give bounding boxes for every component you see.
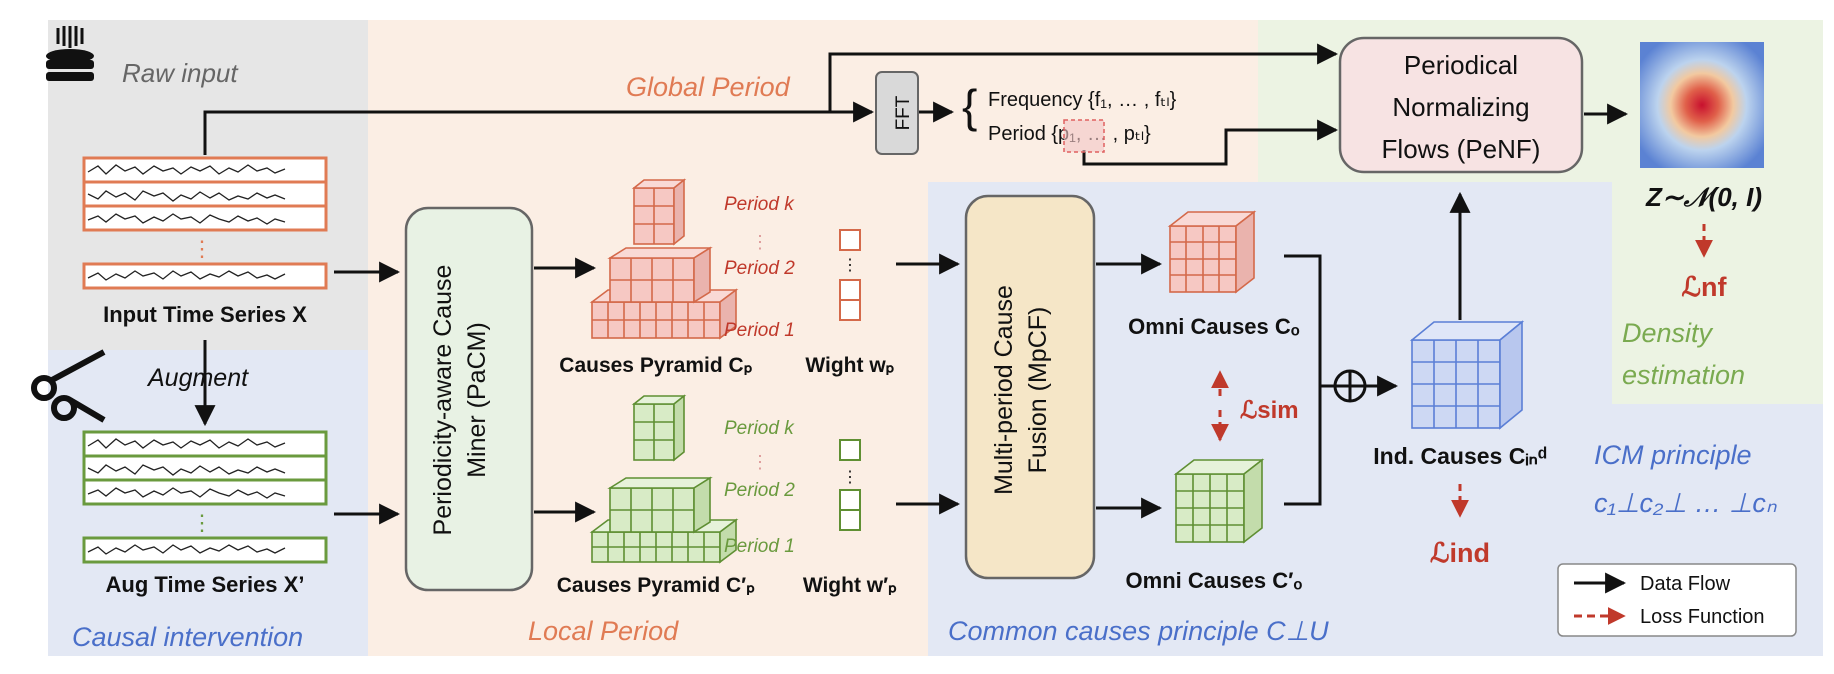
brace: {	[962, 80, 977, 132]
gaussian-density-image	[1640, 42, 1764, 168]
period-highlight	[1063, 119, 1105, 153]
pyramid-top-level-k: Period k	[724, 194, 795, 215]
input-time-series-label: Input Time Series X	[103, 302, 307, 327]
icm-principle-label: ICM principle	[1594, 440, 1752, 470]
nf-loss-label: ℒnf	[1682, 272, 1728, 302]
svg-text:⋮: ⋮	[191, 510, 213, 535]
aug-time-series: ⋮	[82, 430, 328, 564]
density-region-lower	[1612, 182, 1823, 404]
icm-formula: c₁⊥c₂⊥ … ⊥cₙ	[1594, 488, 1777, 518]
pacm-module: Periodicity-aware Cause Miner (PaCM)	[404, 206, 534, 592]
causal-intervention-label: Causal intervention	[72, 622, 303, 652]
weight-bottom-label: Wight w′ₚ	[803, 574, 897, 597]
global-period-label: Global Period	[626, 72, 791, 102]
causes-pyramid-top-label: Causes Pyramid Cₚ	[559, 354, 752, 377]
scissors-icon	[31, 349, 106, 423]
pyramid-bottom-level-1: Period 1	[724, 536, 795, 557]
raw-input-label: Raw input	[122, 58, 239, 88]
svg-text:FFT: FFT	[893, 95, 914, 130]
combine-icon	[1333, 369, 1367, 403]
weight-top-label: Wight wₚ	[805, 354, 894, 377]
ind-causes-label: Ind. Causes Cᵢₙᵈ	[1373, 443, 1547, 469]
causes-pyramid-top	[589, 178, 739, 340]
augment-label: Augment	[146, 364, 249, 392]
svg-text:Normalizing: Normalizing	[1392, 92, 1529, 122]
svg-text:Periodicity-aware Cause: Periodicity-aware Cause	[429, 265, 457, 536]
weight-bottom-dots: ⋮	[842, 469, 858, 486]
omni-causes-top-cube	[1167, 210, 1257, 294]
pyramid-top-dots: ⋮	[751, 232, 769, 252]
local-period-label: Local Period	[528, 616, 679, 646]
weight-top	[839, 229, 861, 321]
aug-time-series-label: Aug Time Series X’	[106, 572, 305, 597]
omni-causes-top-label: Omni Causes Cₒ	[1128, 314, 1300, 339]
penf-module: Periodical Normalizing Flows (PeNF)	[1338, 36, 1584, 174]
svg-text:Periodical: Periodical	[1404, 50, 1518, 80]
common-causes-label: Common causes principle C⊥U	[948, 616, 1329, 646]
svg-text:Multi-period Cause: Multi-period Cause	[990, 285, 1018, 495]
input-time-series: ⋮	[82, 156, 328, 290]
weight-top-dots: ⋮	[842, 257, 858, 274]
svg-text:Flows (PeNF): Flows (PeNF)	[1382, 134, 1541, 164]
sim-loss-label: ℒsim	[1240, 397, 1299, 424]
ind-causes-cube	[1409, 320, 1525, 430]
density-label-line1: Density	[1622, 318, 1714, 348]
latent-distribution-label: Z∼𝒩(0, I)	[1645, 182, 1762, 212]
causes-pyramid-bottom	[589, 394, 739, 564]
svg-text:Miner (PaCM): Miner (PaCM)	[463, 322, 491, 478]
data-flow-arrows	[194, 43, 1629, 525]
fft-box: FFT	[875, 71, 919, 155]
weight-bottom	[839, 439, 861, 531]
legend: Data Flow Loss Function	[1557, 563, 1797, 637]
ind-loss-label: ℒind	[1430, 538, 1490, 568]
omni-causes-bottom-label: Omni Causes C′ₒ	[1126, 568, 1303, 593]
pyramid-bottom-level-2: Period 2	[724, 480, 795, 501]
frequency-label: Frequency {f₁, … , fₜₗ}	[988, 89, 1177, 111]
svg-text:Fusion (MpCF): Fusion (MpCF)	[1024, 307, 1052, 474]
pyramid-bottom-level-k: Period k	[724, 418, 795, 439]
pyramid-top-level-2: Period 2	[724, 258, 795, 279]
database-icon	[46, 26, 94, 81]
density-label-line2: estimation	[1622, 360, 1745, 390]
legend-loss-function: Loss Function	[1640, 606, 1765, 628]
pyramid-bottom-dots: ⋮	[751, 452, 769, 472]
pyramid-top-level-1: Period 1	[724, 320, 795, 341]
svg-text:⋮: ⋮	[191, 236, 213, 261]
legend-data-flow: Data Flow	[1640, 573, 1731, 595]
omni-causes-bottom-cube	[1173, 458, 1265, 544]
causes-pyramid-bottom-label: Causes Pyramid C′ₚ	[557, 574, 755, 597]
mpcf-module: Multi-period Cause Fusion (MpCF)	[964, 194, 1096, 580]
